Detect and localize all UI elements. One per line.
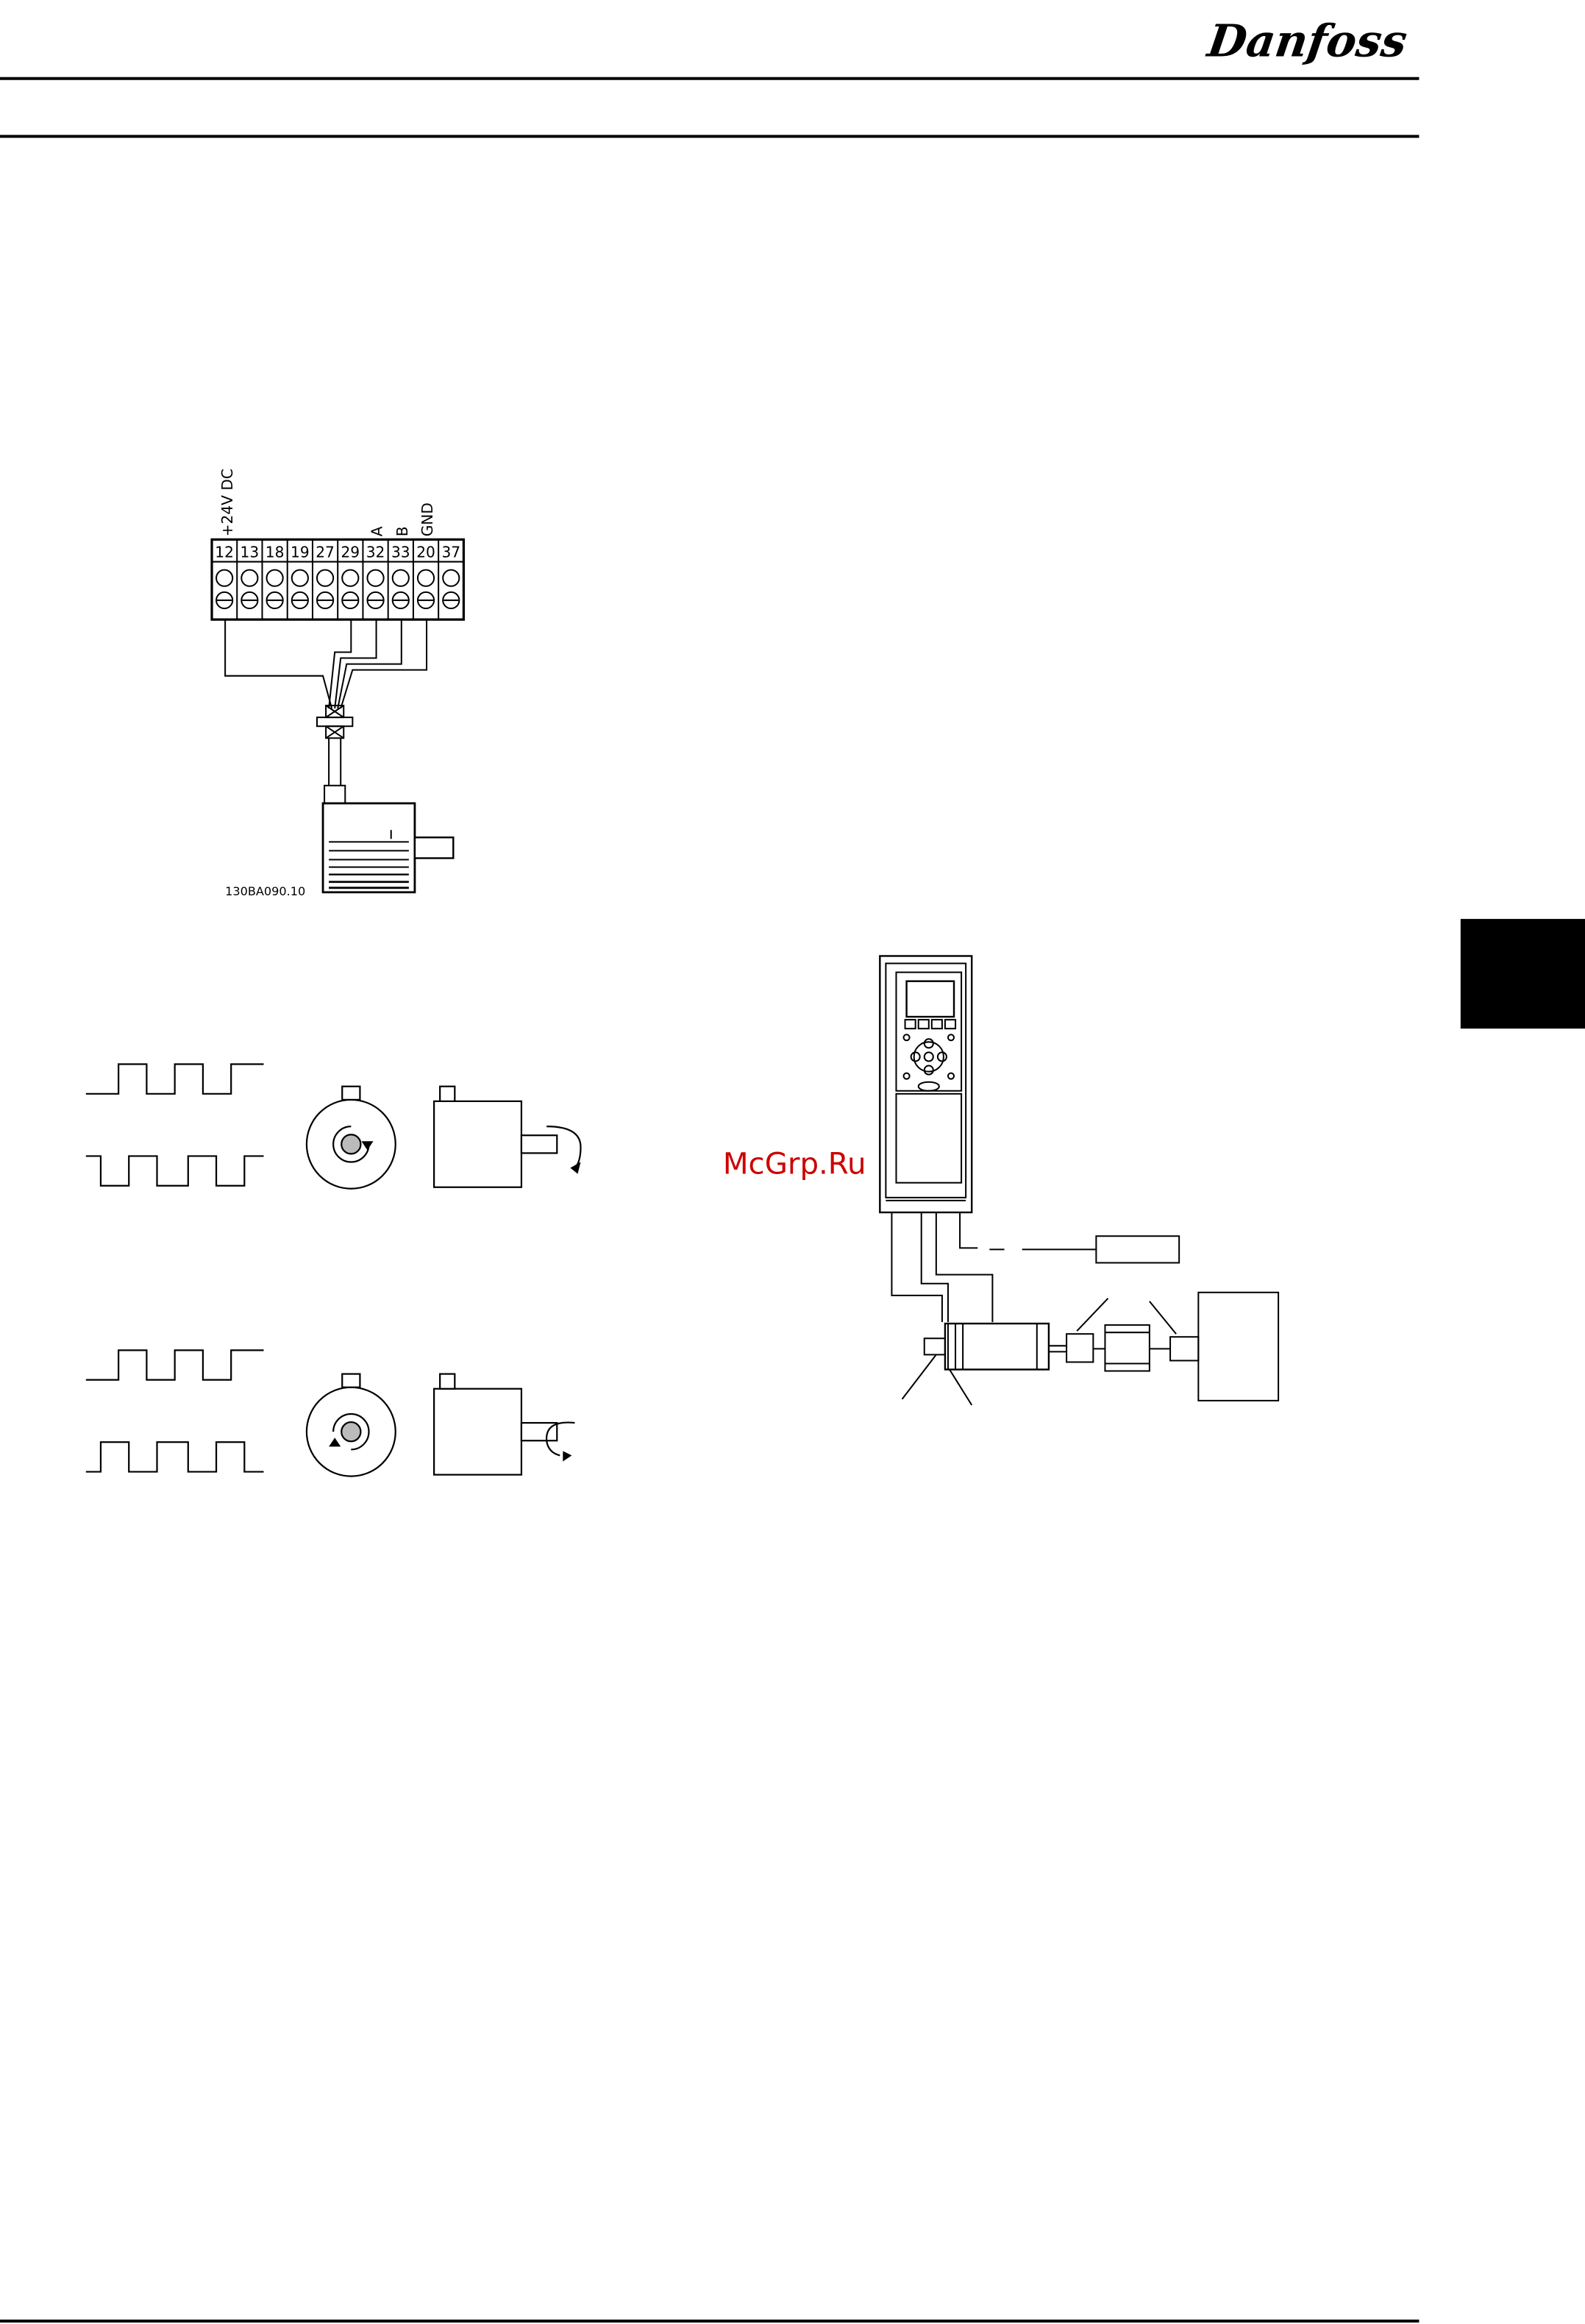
terminal-screw-top — [241, 570, 257, 586]
terminal-row: 12 13 18 19 27 29 32 33 20 37 — [215, 539, 460, 619]
terminal-screw-top — [216, 570, 232, 586]
signal-b-ccw — [86, 1442, 264, 1471]
control-box — [1096, 1236, 1179, 1262]
shaft-front-view-ccw — [307, 1374, 396, 1477]
terminal-screw-top — [317, 570, 333, 586]
coupling — [1066, 1334, 1093, 1362]
terminal-number: 13 — [241, 544, 260, 561]
encoder-wiring-diagram: +24V DC A B GND 12 13 18 19 27 29 32 33 20 37 — [212, 469, 463, 898]
terminal-number: 19 — [291, 544, 310, 561]
encoder-direction-diagram — [86, 1065, 581, 1477]
frequency-converter — [880, 956, 972, 1212]
terminal-number: 32 — [366, 544, 385, 561]
terminal-screw-top — [367, 570, 383, 586]
terminal-label-b: B — [393, 526, 411, 536]
terminal-number: 33 — [391, 544, 410, 561]
terminal-screw-top — [292, 570, 308, 586]
terminal-number: 20 — [416, 544, 435, 561]
terminal-number: 27 — [316, 544, 335, 561]
shaft-front-view-cw — [307, 1087, 396, 1189]
terminal-label-24v: +24V DC — [218, 469, 236, 536]
motor-side-view-cw — [434, 1087, 580, 1187]
terminal-screw-top — [393, 570, 409, 586]
signal-a-cw — [86, 1065, 264, 1094]
encoder-wires — [225, 619, 427, 708]
terminal-number: 18 — [266, 544, 285, 561]
terminal-number: 12 — [215, 544, 234, 561]
terminal-number: 29 — [341, 544, 360, 561]
cable-shield-clamp — [317, 706, 352, 803]
signal-b-cw — [86, 1156, 264, 1185]
terminal-screw-top — [418, 570, 434, 586]
terminal-screw-top — [342, 570, 358, 586]
motor-side-view-ccw — [434, 1374, 574, 1475]
terminal-number: 37 — [441, 544, 460, 561]
encoder — [925, 1338, 945, 1354]
encoder-body — [323, 803, 453, 892]
terminal-screw-top — [267, 570, 283, 586]
signal-a-ccw — [86, 1350, 264, 1379]
motor — [945, 1323, 1049, 1369]
drive-system-diagram — [880, 956, 1278, 1404]
terminal-label-gnd: GND — [418, 502, 436, 536]
terminal-label-a: A — [368, 526, 386, 536]
brand-logo: Danfoss — [1203, 15, 1411, 68]
terminal-screw-top — [443, 570, 459, 586]
coupling-2 — [1170, 1337, 1198, 1360]
watermark: McGrp.Ru — [723, 1148, 866, 1181]
load — [1198, 1293, 1278, 1401]
figure-id: 130BA090.10 — [225, 884, 305, 898]
header: Danfoss — [0, 15, 1419, 137]
section-tab — [1461, 919, 1585, 1028]
